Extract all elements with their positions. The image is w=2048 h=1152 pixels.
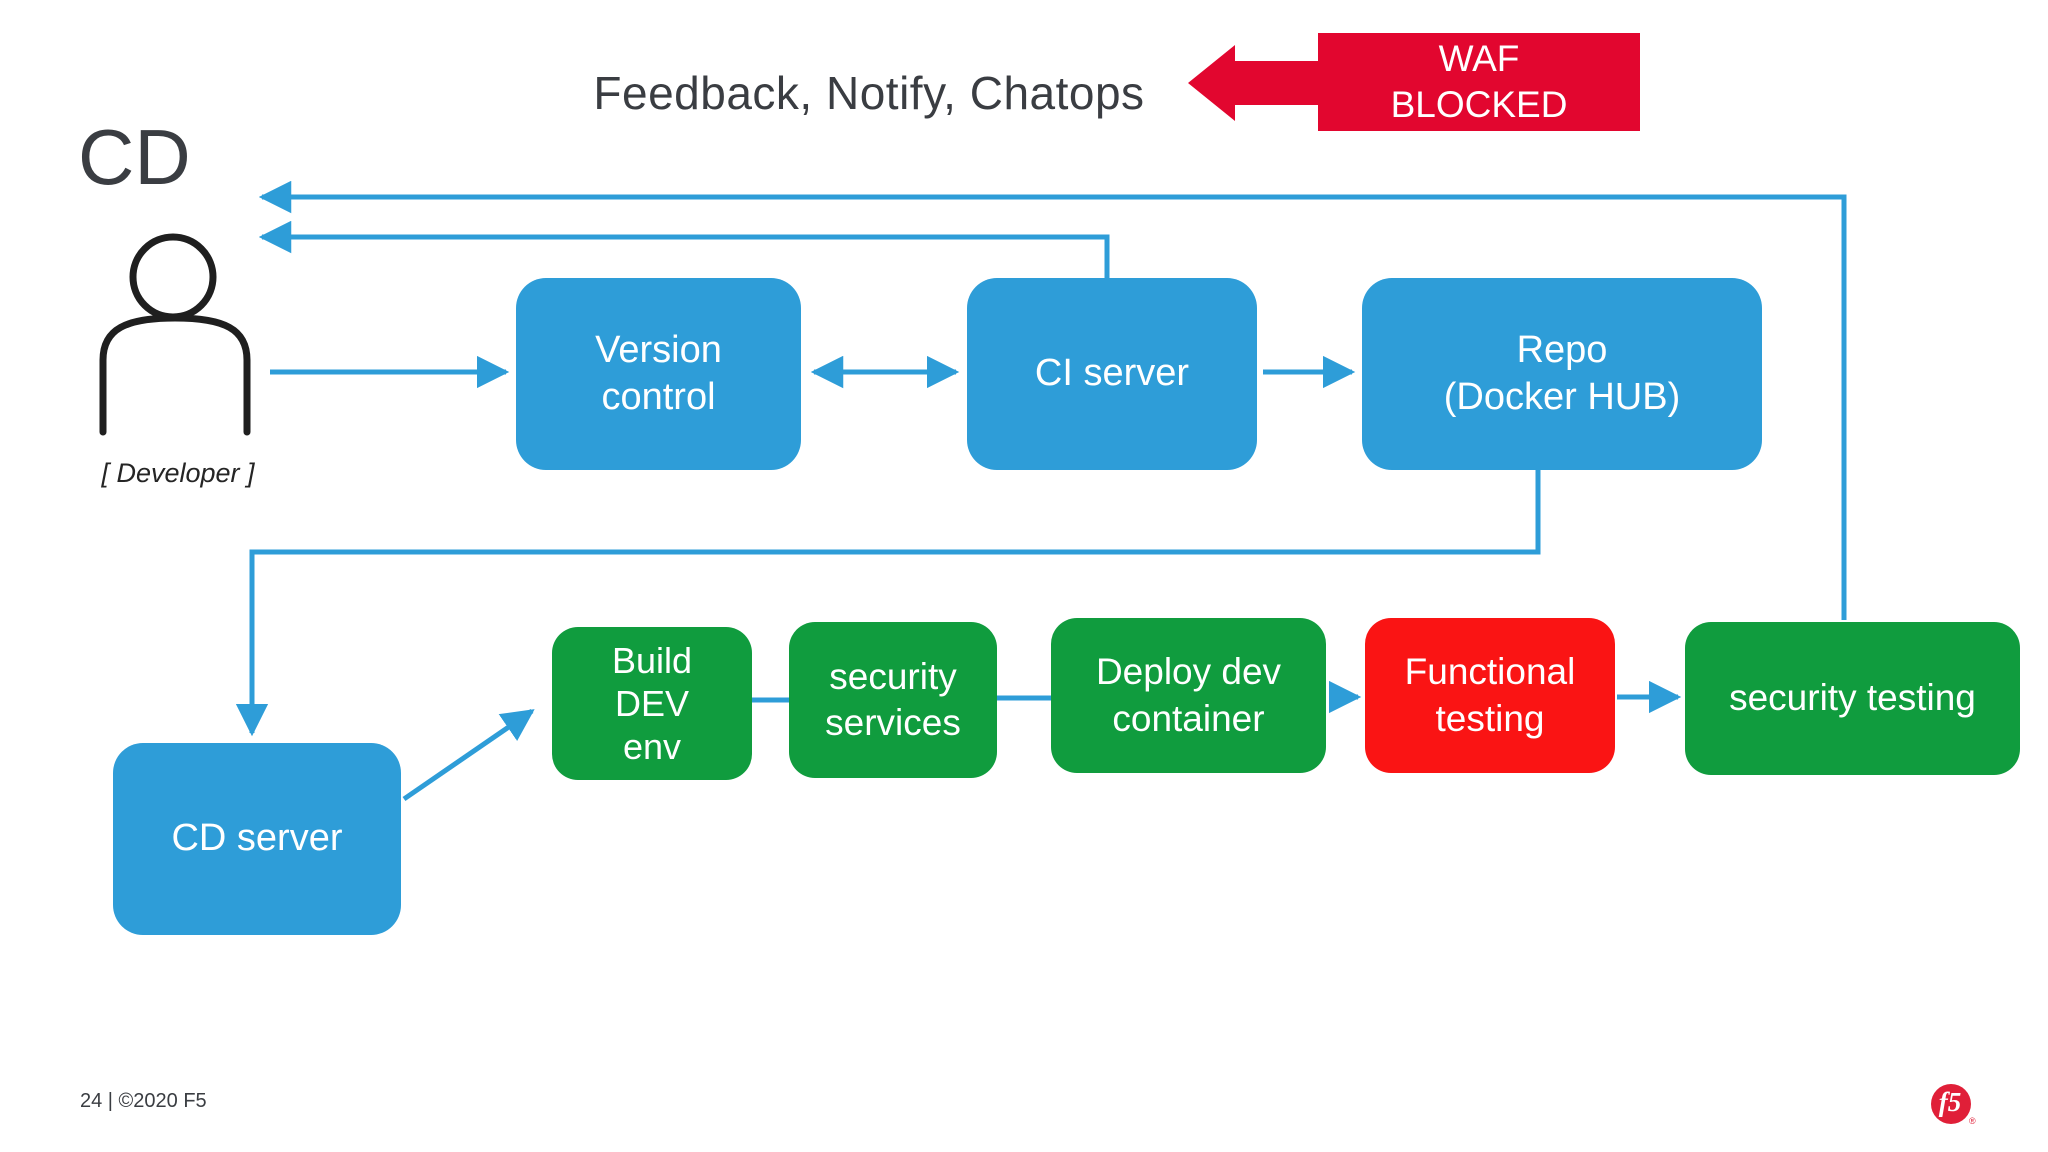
developer-person-icon — [99, 233, 251, 436]
node-deploy-dev-container-label: Deploy dev container — [1095, 651, 1282, 739]
f5-logo-text: f5 — [1938, 1086, 1962, 1117]
f5-logo-registered-mark: ® — [1969, 1116, 1976, 1126]
waf-blocked-badge: WAF BLOCKED — [1318, 33, 1640, 131]
node-ci-server-label: CI server — [1034, 352, 1190, 395]
node-security-testing-label: security testing — [1729, 677, 1976, 719]
arrow-ci-server-feedback — [258, 220, 1110, 278]
f5-logo: f5 — [1931, 1084, 1971, 1124]
node-functional-testing-label: Functional testing — [1404, 651, 1576, 739]
node-repo-docker-hub: Repo (Docker HUB) — [1362, 278, 1762, 470]
node-version-control: Version control — [516, 278, 801, 470]
footer-page-info: 24 | ©2020 F5 — [80, 1090, 207, 1112]
node-cd-server: CD server — [113, 743, 401, 935]
slide-title: Feedback, Notify, Chatops — [593, 67, 1145, 119]
node-cd-server-label: CD server — [171, 817, 343, 860]
node-security-services-label: security services — [825, 655, 961, 743]
arrow-cd-server-to-build-dev-env — [402, 708, 535, 802]
node-security-services: security services — [789, 622, 997, 778]
cd-heading: CD — [78, 113, 191, 201]
node-deploy-dev-container: Deploy dev container — [1051, 618, 1326, 773]
developer-caption: [ Developer ] — [101, 458, 255, 488]
node-repo-docker-hub-label: Repo (Docker HUB) — [1443, 328, 1681, 419]
node-security-testing: security testing — [1685, 622, 2020, 775]
node-version-control-label: Version control — [595, 328, 722, 419]
node-build-dev-env-label: Build DEV env — [611, 639, 693, 768]
node-functional-testing: Functional testing — [1365, 618, 1615, 773]
node-ci-server: CI server — [967, 278, 1257, 470]
node-build-dev-env: Build DEV env — [552, 627, 752, 780]
